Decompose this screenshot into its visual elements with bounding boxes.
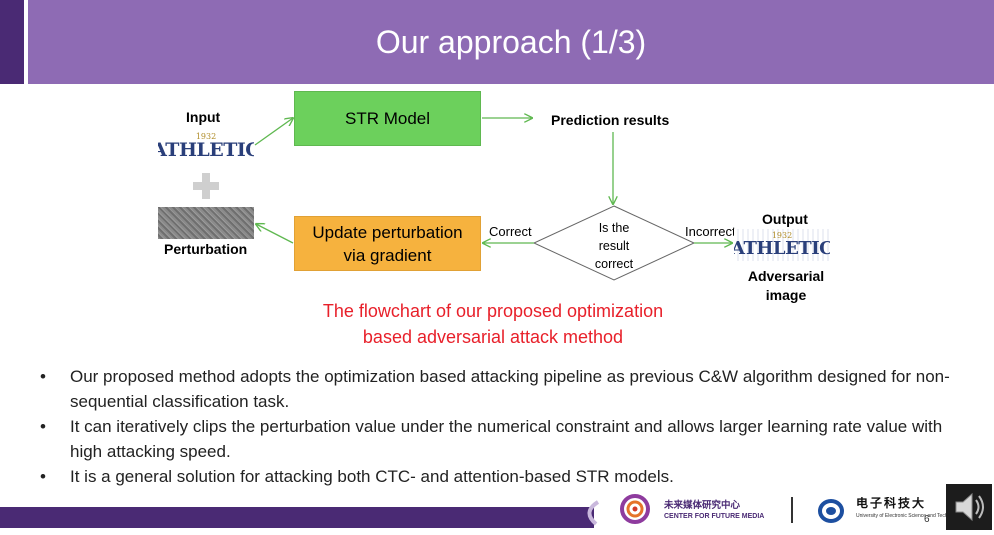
slide-title: Our approach (1/3) bbox=[375, 24, 647, 60]
uestc-cn: 电子科技大 bbox=[856, 497, 927, 510]
bullet-item: • Our proposed method adopts the optimiza… bbox=[40, 364, 960, 414]
uestc-logo-text: 电子科技大 University of Electronic Science a… bbox=[856, 497, 946, 523]
decision-line-1: Is the bbox=[598, 221, 630, 235]
adversarial-image: 1932 ATHLETIC bbox=[734, 229, 830, 261]
arrow-update-to-perturbation bbox=[256, 224, 294, 244]
caption-line-1: The flowchart of our proposed optimizati… bbox=[322, 301, 664, 321]
bullet-item: • It can iteratively clips the perturbati… bbox=[40, 414, 960, 464]
header-left-strip bbox=[0, 0, 24, 84]
bullet-list: • Our proposed method adopts the optimiza… bbox=[40, 364, 960, 489]
prediction-results-label: Prediction results bbox=[551, 112, 670, 128]
bullet-item: • It is a general solution for attacking … bbox=[40, 464, 960, 489]
input-label: Input bbox=[186, 109, 221, 125]
decision-line-3: correct bbox=[594, 257, 634, 271]
header-gap bbox=[24, 0, 28, 84]
update-box-line-1: Update perturbation bbox=[312, 222, 463, 242]
input-image-text: ATHLETIC bbox=[158, 138, 254, 161]
decision-text: Is the result correct bbox=[574, 219, 654, 273]
output-image-year: 1932 bbox=[771, 231, 793, 240]
speaker-icon[interactable] bbox=[946, 484, 992, 530]
page-number: 6 bbox=[924, 514, 930, 525]
bullet-dot: • bbox=[40, 367, 46, 386]
bullet-dot: • bbox=[40, 417, 46, 436]
output-image-text: ATHLETIC bbox=[734, 238, 830, 259]
uestc-logo-icon bbox=[816, 497, 846, 525]
input-image: 1932 ATHLETIC bbox=[158, 130, 254, 162]
adversarial-line-2: image bbox=[765, 287, 807, 303]
title-bar bbox=[28, 0, 994, 84]
perturbation-label: Perturbation bbox=[164, 241, 248, 257]
correct-label: Correct bbox=[489, 224, 532, 239]
footer-bar bbox=[0, 507, 594, 528]
perturbation-image bbox=[158, 207, 254, 239]
bullet-text: It can iteratively clips the perturbatio… bbox=[70, 417, 943, 461]
decision-line-2: result bbox=[598, 239, 630, 253]
adversarial-label: Adversarial image bbox=[746, 267, 826, 305]
bullet-dot: • bbox=[40, 467, 46, 486]
update-box-line-2: via gradient bbox=[343, 245, 432, 265]
cfm-logo-text: 未来媒体研究中心 CENTER FOR FUTURE MEDIA bbox=[664, 500, 764, 522]
cfm-en: CENTER FOR FUTURE MEDIA bbox=[664, 513, 765, 520]
caption-line-2: based adversarial attack method bbox=[362, 327, 624, 347]
bullet-text: It is a general solution for attacking b… bbox=[70, 467, 674, 486]
uestc-en: University of Electronic Science and Tec… bbox=[856, 513, 946, 519]
adversarial-line-1: Adversarial bbox=[747, 268, 825, 284]
update-perturbation-box: Update perturbation via gradient bbox=[294, 216, 481, 271]
cfm-logo-icon bbox=[620, 494, 652, 524]
plus-icon bbox=[193, 173, 219, 199]
input-image-year: 1932 bbox=[195, 131, 217, 141]
footer-divider bbox=[791, 497, 793, 523]
str-model-label: STR Model bbox=[344, 109, 431, 128]
swoosh-icon bbox=[587, 500, 600, 526]
flowchart-caption: The flowchart of our proposed optimizati… bbox=[250, 298, 736, 350]
bullet-text: Our proposed method adopts the optimizat… bbox=[70, 367, 950, 411]
cfm-cn: 未来媒体研究中心 bbox=[664, 500, 741, 511]
incorrect-label: Incorrect bbox=[685, 224, 736, 239]
arrow-input-to-model bbox=[254, 118, 293, 146]
output-label: Output bbox=[762, 211, 808, 227]
decision-diamond bbox=[532, 205, 696, 281]
str-model-box: STR Model bbox=[294, 91, 481, 146]
footer-swoosh bbox=[580, 500, 600, 526]
